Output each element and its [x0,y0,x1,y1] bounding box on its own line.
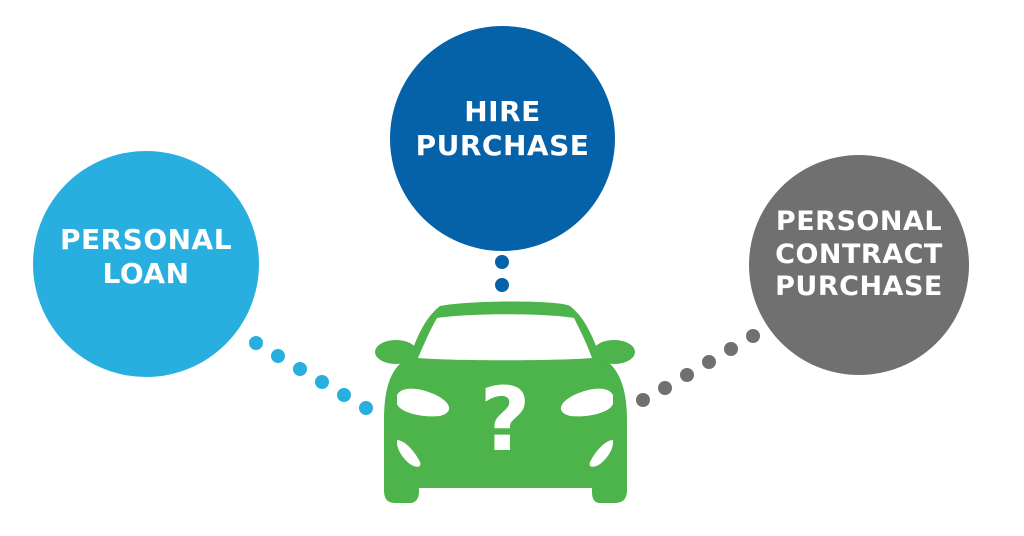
connector-dot [495,278,509,292]
pcp-label: PERSONAL CONTRACT PURCHASE [775,206,943,303]
car-question-mark: ? [479,368,531,471]
connector-dot [495,255,509,269]
hire-purchase-circle: HIRE PURCHASE [390,26,615,251]
connector-dot [658,381,672,395]
connector-dot [315,375,329,389]
personal-loan-circle: PERSONAL LOAN [33,151,259,377]
connector-dot [636,393,650,407]
connector-dot [746,329,760,343]
connector-dot [724,342,738,356]
personal-loan-label: PERSONAL LOAN [59,223,233,290]
pcp-circle: PERSONAL CONTRACT PURCHASE [749,155,969,375]
connector-dot [271,349,285,363]
hire-purchase-label: HIRE PURCHASE [415,94,590,162]
connector-dot [293,362,307,376]
connector-dot [249,336,263,350]
connector-dot [680,368,694,382]
connector-dot [359,401,373,415]
connector-dot [702,355,716,369]
connector-dot [337,388,351,402]
